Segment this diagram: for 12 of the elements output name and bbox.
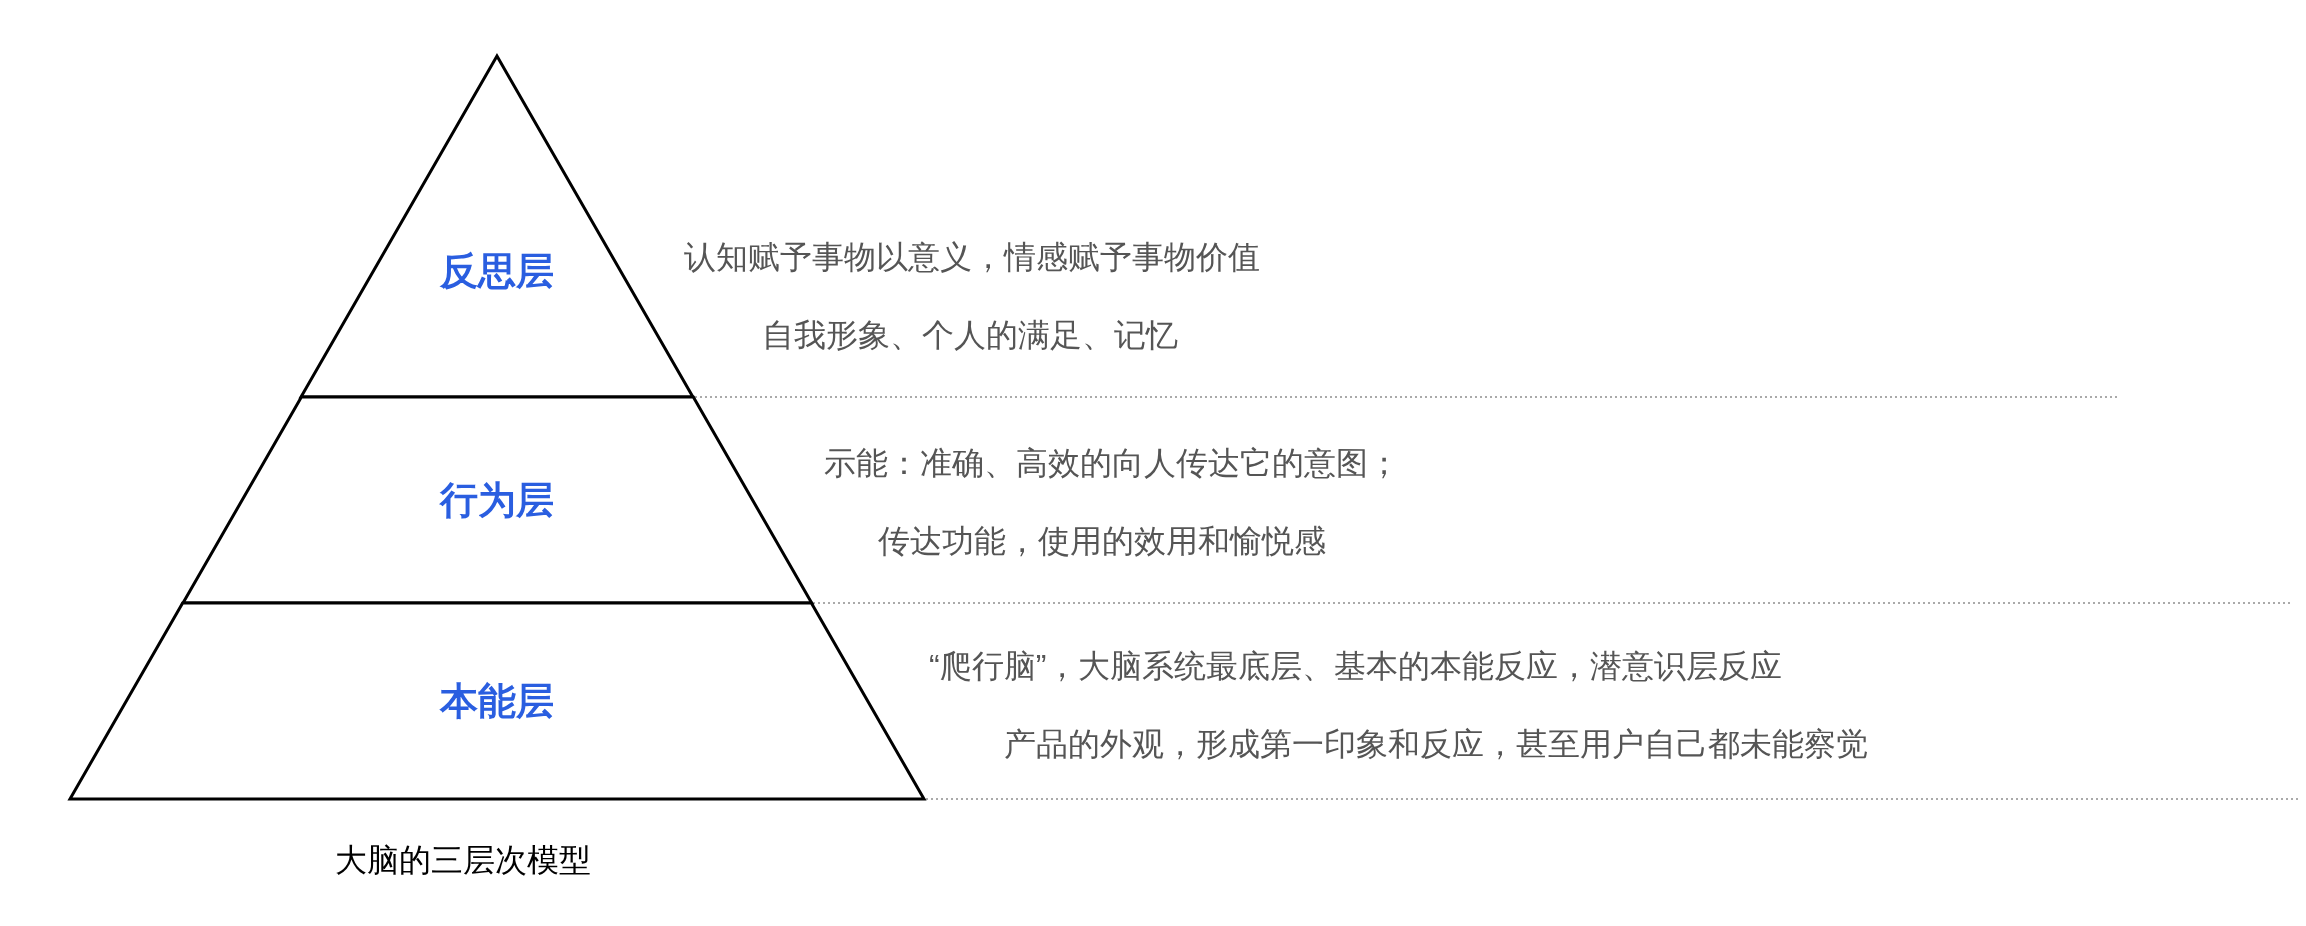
description-text: 示能：准确、高效的向人传达它的意图； bbox=[824, 444, 1400, 482]
pyramid-layer bbox=[70, 603, 924, 799]
description-text: 认知赋予事物以意义，情感赋予事物价值 bbox=[684, 238, 1260, 276]
caption: 大脑的三层次模型 bbox=[335, 841, 591, 879]
layer-label: 反思层 bbox=[439, 248, 555, 293]
layer-label: 本能层 bbox=[438, 679, 555, 723]
pyramid-layer bbox=[182, 397, 812, 603]
layer-label: 行为层 bbox=[438, 478, 555, 522]
description-text: 产品的外观，形成第一印象和反应，甚至用户自己都未能察觉 bbox=[1004, 725, 1868, 763]
description-text: 传达功能，使用的效用和愉悦感 bbox=[878, 522, 1326, 560]
description-text: “爬行脑”，大脑系统最底层、基本的本能反应，潜意识层反应 bbox=[929, 647, 1783, 685]
description-text: 自我形象、个人的满足、记忆 bbox=[762, 316, 1178, 354]
